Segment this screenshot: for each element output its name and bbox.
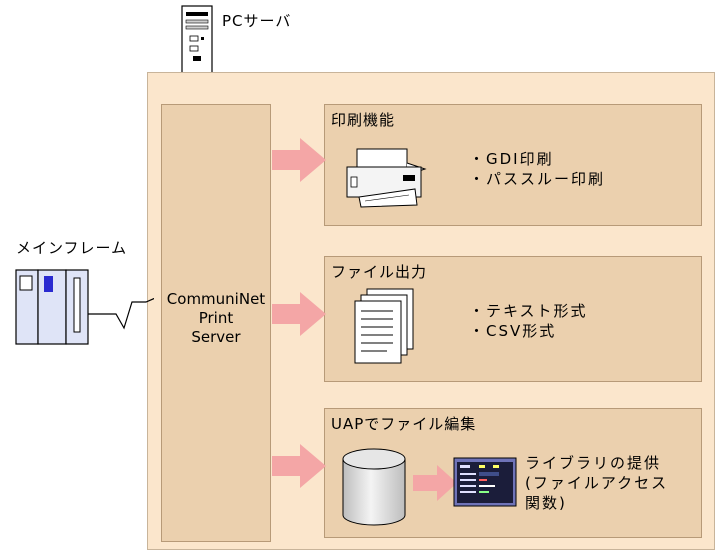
mainframe-icon <box>15 269 154 345</box>
file-output-bullets: ・テキスト形式 ・CSV形式 <box>469 302 588 340</box>
file-output-box: ファイル出力 ・テキスト形式 ・CSV形式 <box>324 256 702 382</box>
print-server-box <box>161 104 271 542</box>
pc-server-label: PCサーバ <box>222 12 292 30</box>
print-server-label: CommuniNet Print Server <box>166 290 266 346</box>
arrow-to-file-output <box>272 292 326 336</box>
arrow-inner <box>413 465 457 501</box>
print-function-bullets: ・GDI印刷 ・パススルー印刷 <box>469 150 606 188</box>
file-output-title: ファイル出力 <box>331 263 428 281</box>
arrow-to-uap-edit <box>272 444 326 488</box>
print-function-title: 印刷機能 <box>331 111 396 129</box>
uap-edit-box: UAPでファイル編集 ライブラリの提供 (ファイルアクセス 関数) <box>324 408 702 538</box>
uap-edit-description: ライブラリの提供 (ファイルアクセス 関数) <box>525 454 669 512</box>
mainframe-label: メインフレーム <box>16 239 128 257</box>
printer-icon <box>346 148 427 208</box>
arrow-to-print <box>272 138 326 182</box>
documents-icon <box>354 288 414 364</box>
database-icon <box>342 448 406 526</box>
print-function-box: 印刷機能 ・GDI印刷 ・パススルー印刷 <box>324 104 702 226</box>
library-screen-icon <box>453 457 517 507</box>
uap-edit-title: UAPでファイル編集 <box>331 415 477 433</box>
